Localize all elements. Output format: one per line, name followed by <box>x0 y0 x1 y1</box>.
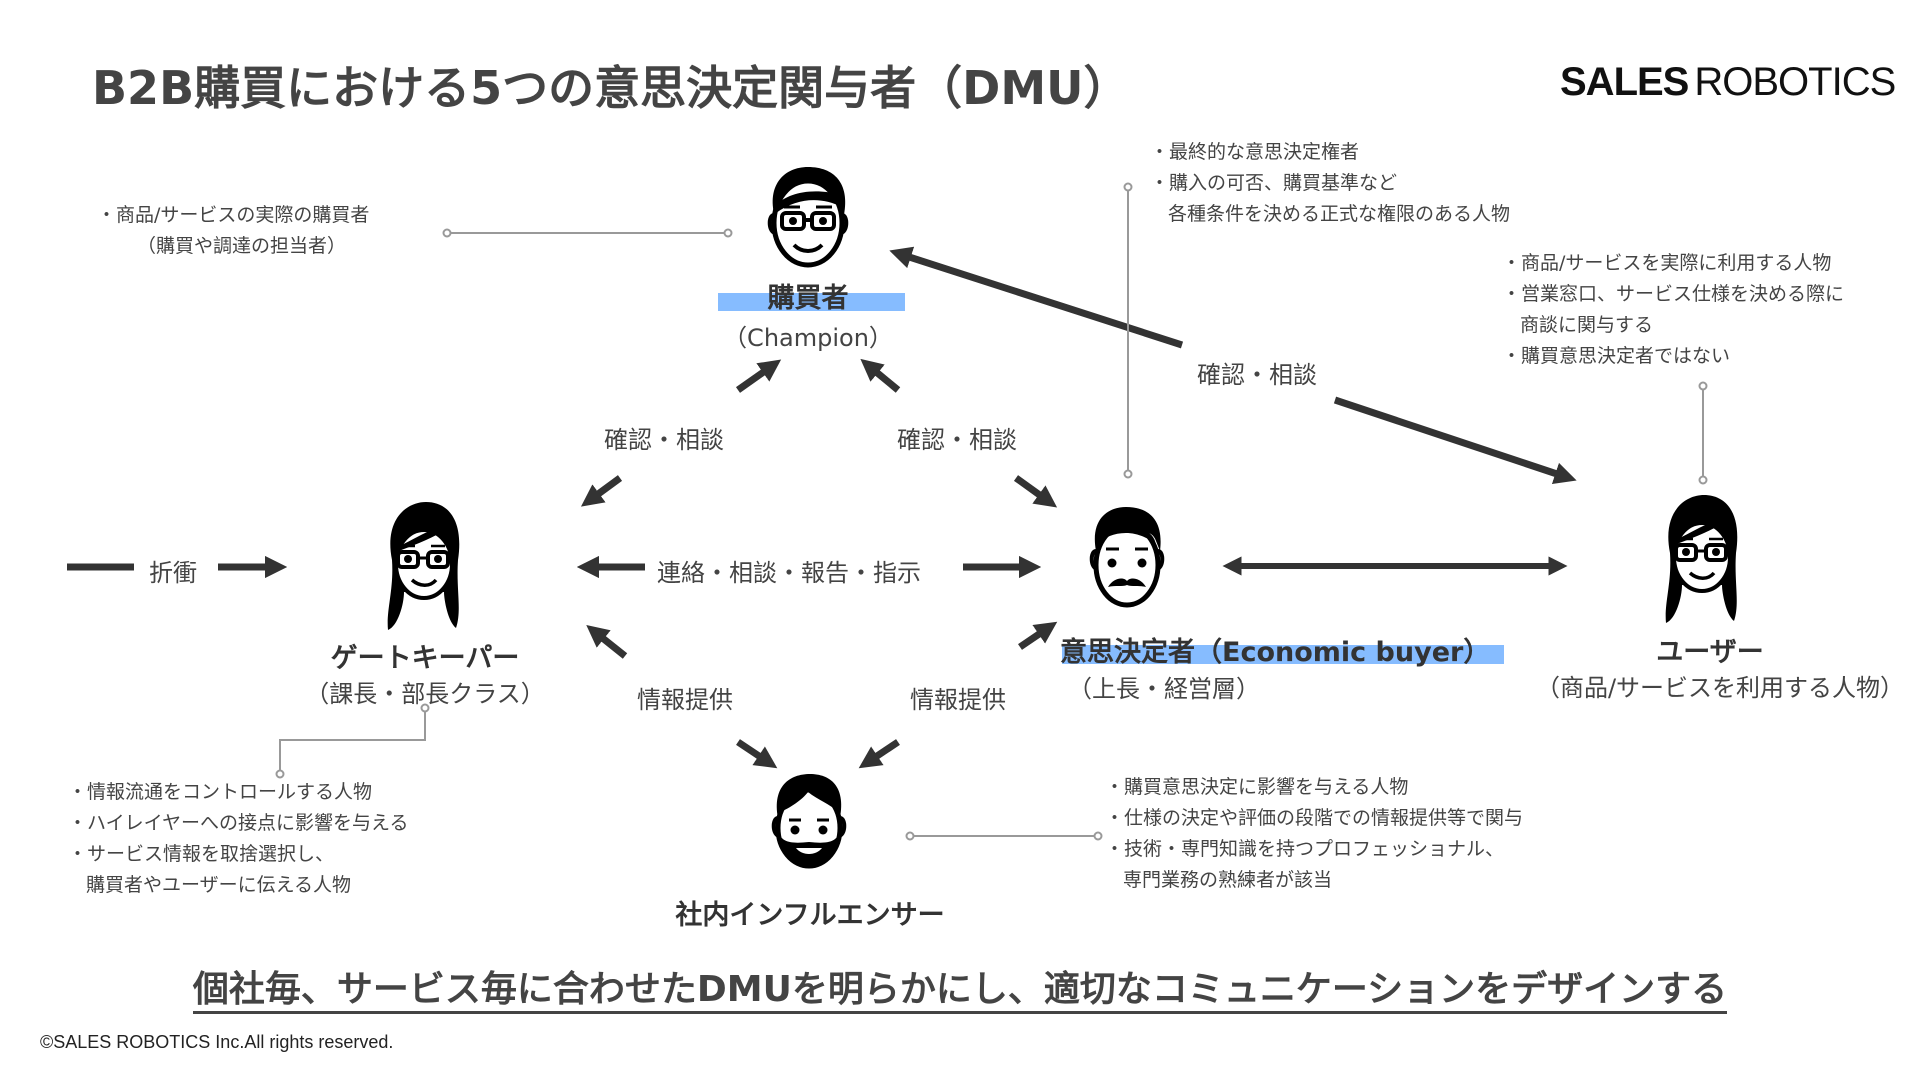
note-line: 購買者やユーザーに伝える人物 <box>86 874 352 896</box>
champion-highlight <box>718 293 905 311</box>
gatekeeper-subtitle: （課長・部長クラス） <box>305 680 545 708</box>
note-line: ・ハイレイヤーへの接点に影響を与える <box>68 812 409 834</box>
economic-buyer-highlight <box>1062 645 1504 664</box>
note-line: ・サービス情報を取捨選択し、 <box>68 843 335 865</box>
arrow-info-to-economic-buyer <box>1018 621 1058 650</box>
logo-light-text: ROBOTICS <box>1694 60 1896 104</box>
page-title: B2B購買における5つの意思決定関与者（DMU） <box>92 61 1130 115</box>
influencer-name: 社内インフルエンサー <box>675 900 945 931</box>
relation-label-communication: 連絡・相談・報告・指示 <box>657 559 921 587</box>
note-line: ・仕様の決定や評価の段階での情報提供等で関与 <box>1105 807 1524 829</box>
relation-label-info-right: 情報提供 <box>910 686 1006 714</box>
man-with-mustache-icon <box>1089 507 1165 608</box>
note-line: ・購買意思決定に影響を与える人物 <box>1105 776 1409 798</box>
logo-bold-text: SALES <box>1560 60 1689 104</box>
gatekeeper-notes: ・情報流通をコントロールする人物 ・ハイレイヤーへの接点に影響を与える ・サービ… <box>68 777 408 901</box>
note-line: ・営業窓口、サービス仕様を決める際に <box>1502 283 1845 305</box>
woman-with-glasses-icon <box>1665 495 1738 623</box>
economic-buyer-subtitle: （上長・経営層） <box>1068 675 1260 703</box>
man-with-glasses-icon <box>767 167 849 268</box>
arrow-to-economic-buyer-top <box>1013 475 1058 508</box>
woman-with-glasses-icon <box>387 502 460 630</box>
note-line: ・商品/サービスを実際に利用する人物 <box>1502 252 1832 274</box>
arrow-info-to-gatekeeper <box>586 625 628 659</box>
note-line: ・最終的な意思決定権者 <box>1150 141 1360 163</box>
note-line: ・購買意思決定者ではない <box>1502 345 1731 367</box>
gatekeeper-name: ゲートキーパー <box>330 643 520 674</box>
note-line: 商談に関与する <box>1520 314 1654 336</box>
influencer-notes: ・購買意思決定に影響を与える人物 ・仕様の決定や評価の段階での情報提供等で関与 … <box>1105 772 1523 896</box>
man-with-beard-icon <box>771 774 847 869</box>
copyright: ©SALES ROBOTICS Inc.All rights reserved. <box>40 1032 394 1052</box>
champion-name: 購買者 <box>767 283 849 314</box>
note-line: 専門業務の熟練者が該当 <box>1123 869 1333 891</box>
relation-label-info-left: 情報提供 <box>637 686 733 714</box>
relation-label-confirm-user: 確認・相談 <box>1197 361 1317 389</box>
note-line: ・商品/サービスの実際の購買者 <box>97 204 370 226</box>
arrow-to-champion-from-user <box>889 246 1184 349</box>
relation-label-negotiation: 折衝 <box>149 559 197 587</box>
user-name: ユーザー <box>1656 637 1764 668</box>
arrow-to-champion-left <box>735 359 782 393</box>
arrow-to-champion-right <box>860 358 901 393</box>
note-line: 各種条件を決める正式な権限のある人物 <box>1168 203 1511 225</box>
note-line: ・技術・専門知識を持つプロフェッショナル、 <box>1105 838 1505 860</box>
note-line: ・情報流通をコントロールする人物 <box>68 781 373 803</box>
arrow-to-gatekeeper-top <box>580 475 623 507</box>
champion-subtitle: （Champion） <box>723 324 893 352</box>
user-subtitle: （商品/サービスを利用する人物） <box>1535 674 1905 702</box>
note-line: ・購入の可否、購買基準など <box>1150 172 1398 194</box>
user-notes: ・商品/サービスを実際に利用する人物 ・営業窓口、サービス仕様を決める際に 商談… <box>1502 248 1844 372</box>
tagline-text: 個社毎、サービス毎に合わせたDMUを明らかにし、適切なコミュニケーションをデザイ… <box>192 969 1728 1014</box>
arrow-down-to-influencer-right <box>858 739 900 769</box>
arrow-to-user <box>1333 396 1577 485</box>
tagline: 個社毎、サービス毎に合わせたDMUを明らかにし、適切なコミュニケーションをデザイ… <box>0 960 1920 1014</box>
champion-notes: ・商品/サービスの実際の購買者 （購買や調達の担当者） <box>97 200 369 262</box>
economic-buyer-name: 意思決定者（Economic buyer） <box>1060 637 1491 668</box>
relation-label-confirm-left: 確認・相談 <box>604 426 724 454</box>
arrow-down-to-influencer-left <box>736 739 778 769</box>
relation-label-confirm-right: 確認・相談 <box>897 426 1017 454</box>
note-line: （購買や調達の担当者） <box>137 235 347 257</box>
connector-gatekeeper-note <box>279 708 426 774</box>
economic-buyer-notes: ・最終的な意思決定権者 ・購入の可否、購買基準など 各種条件を決める正式な権限の… <box>1150 137 1510 230</box>
